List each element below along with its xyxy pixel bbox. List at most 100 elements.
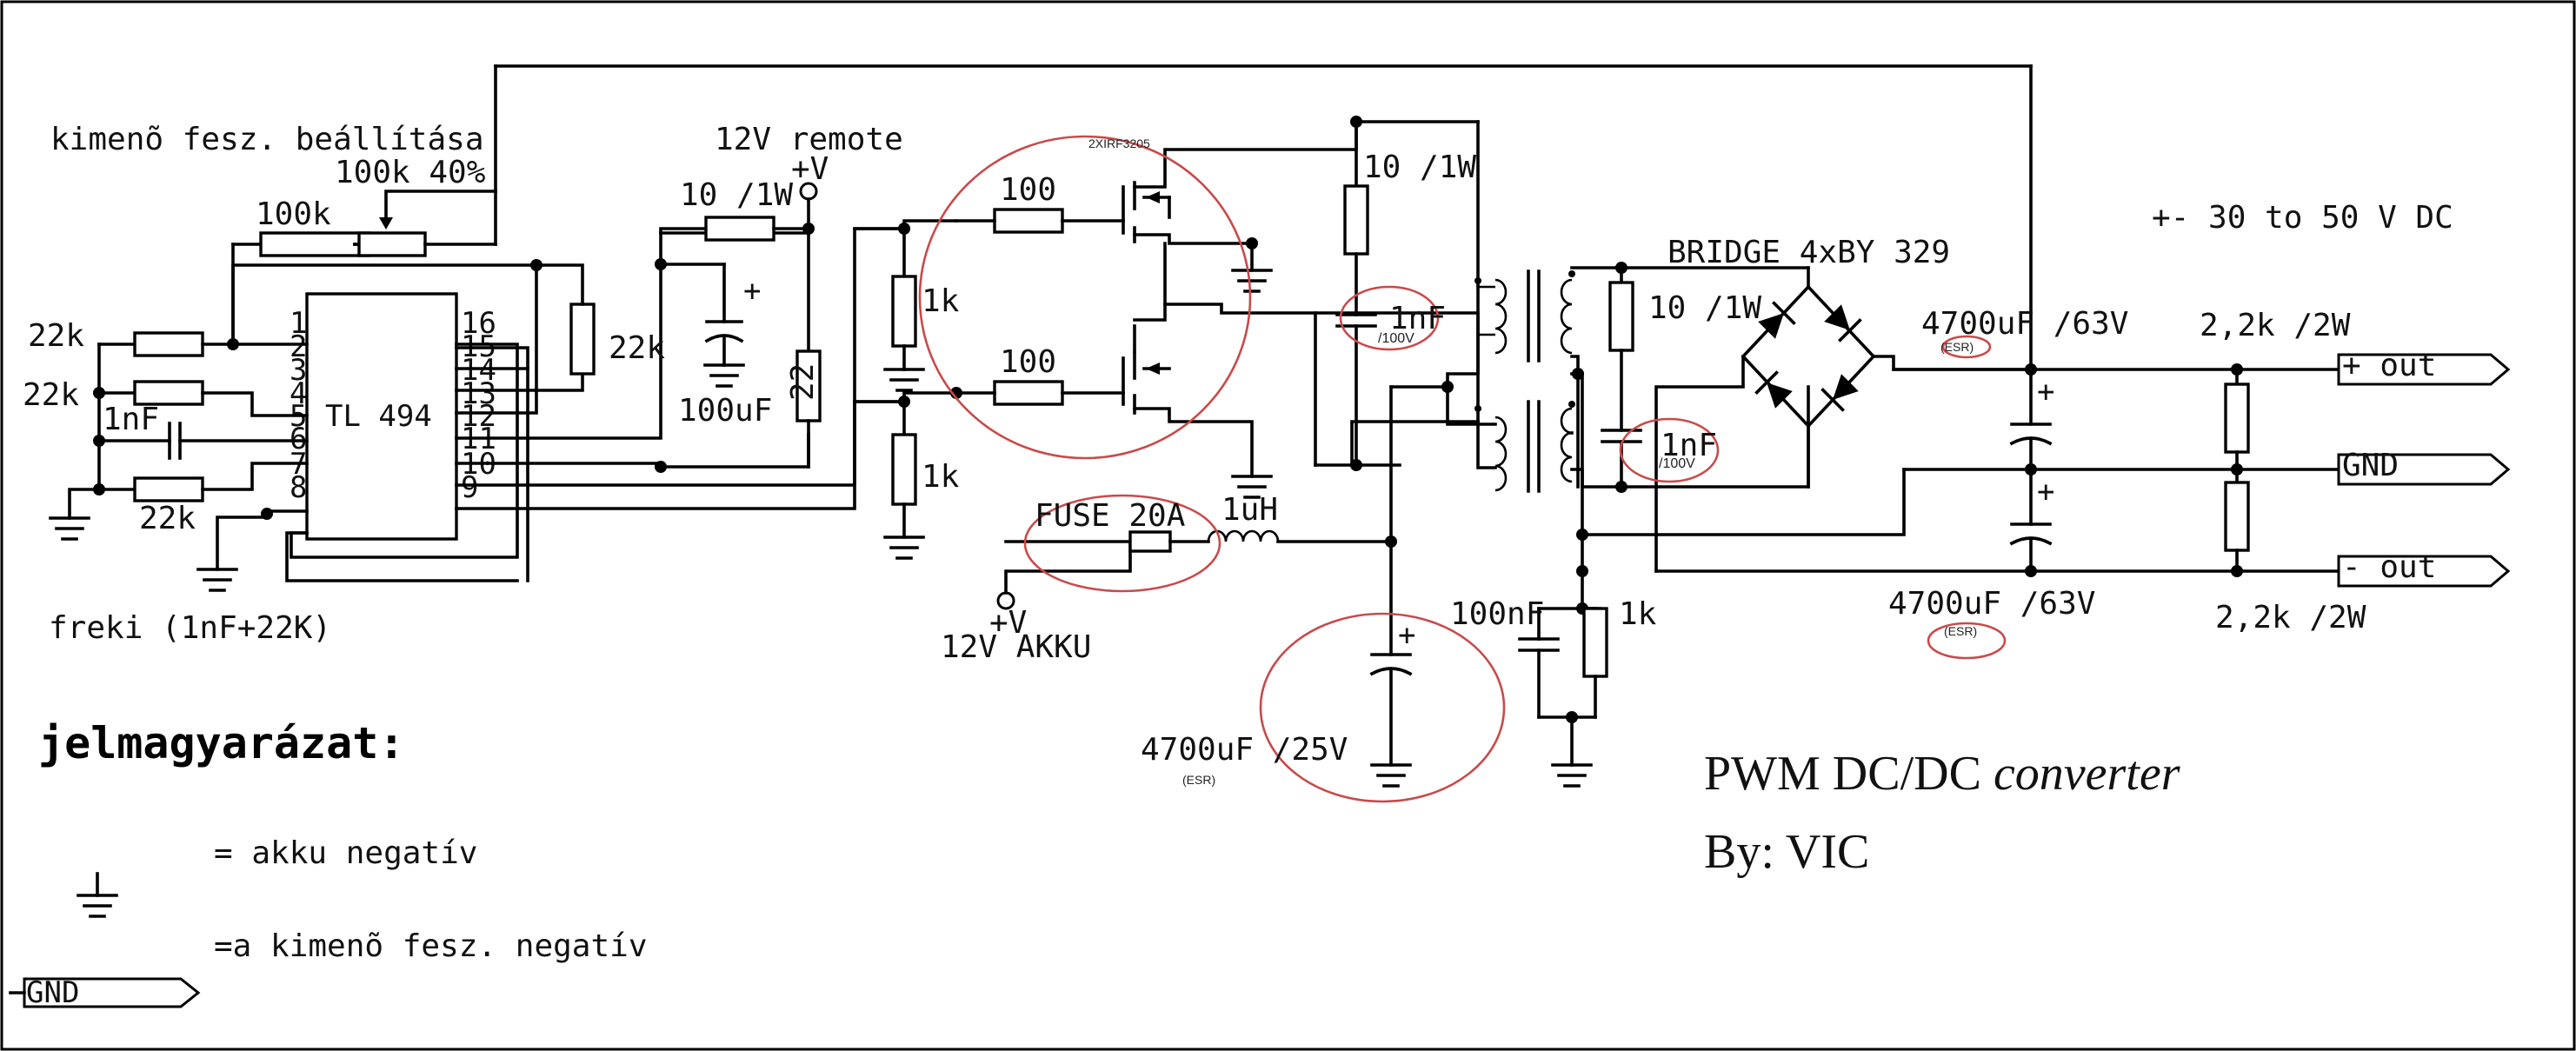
label-1nf-osc: 1nF	[103, 402, 159, 437]
label-1k-output: 1k	[1619, 596, 1657, 632]
primary-snubber	[1314, 116, 1480, 471]
input-supply: +	[996, 529, 1415, 788]
mosfet-bottom	[1122, 303, 1480, 499]
ic-pin-right-16: 16	[461, 306, 496, 341]
output-connectors	[2337, 353, 2511, 588]
mosfet-label: 2XIRF3205	[1088, 136, 1150, 150]
label-22k-right: 22k	[609, 330, 665, 366]
ic-pin-left-2: 2	[290, 329, 307, 364]
label-10-1w-secondary: 10 /1W	[1648, 290, 1761, 326]
resistor-2-2k-bottom	[2224, 481, 2250, 552]
label-1nf-secondary: 1nF	[1661, 428, 1717, 463]
ic-pin-left-6: 6	[290, 422, 307, 456]
output-rc	[1518, 565, 1608, 788]
ic-pin-left-4: 4	[290, 376, 307, 411]
transformer-top	[1474, 262, 1627, 376]
svg-text:+: +	[1398, 618, 1415, 653]
label-100-top: 100	[1000, 172, 1056, 208]
label-1nf-secondary-rating: /100V	[1659, 456, 1695, 471]
ic-pin-left-3: 3	[290, 353, 307, 388]
resistor-100-bottom	[993, 380, 1064, 406]
label-22k-bottom: 22k	[139, 501, 196, 536]
labels: kimenõ fesz. beállítása 100k 40% 100k 22…	[23, 122, 2453, 1010]
esr-63-top: (ESR)	[1940, 340, 1974, 354]
freq-note: freki (1nF+22K)	[49, 610, 331, 646]
title-pwm: PWM DC/DC converter	[1704, 747, 2180, 801]
fuse-label: FUSE 20A	[1035, 498, 1186, 534]
label-100nf: 100nF	[1450, 596, 1544, 632]
gate-drive	[853, 208, 1125, 560]
legend-gnd-label: GND	[26, 975, 79, 1010]
ic-pin-left-8: 8	[290, 470, 307, 505]
label-100-bottom: 100	[1000, 344, 1056, 380]
akku-label: 12V AKKU	[941, 629, 1091, 665]
pot-heading: kimenõ fesz. beállítása	[50, 122, 484, 157]
author: By: VIC	[1704, 825, 1869, 879]
svg-text:+: +	[2037, 375, 2054, 409]
label-4700-63-top: 4700uF /63V	[1921, 306, 2128, 342]
svg-text:+: +	[743, 274, 761, 309]
resistor-100k	[259, 231, 370, 257]
out-minus-label: - out	[2342, 549, 2436, 585]
label-4700-63-bottom: 4700uF /63V	[1888, 586, 2095, 622]
oscillator-network	[49, 331, 519, 592]
resistor-10-1w-ic	[704, 216, 775, 242]
plus-v-akku: +V	[989, 605, 1027, 641]
potentiometer-100k	[357, 231, 427, 257]
resistor-22k-mid	[133, 380, 204, 406]
label-10-1w-ic: 10 /1W	[680, 177, 793, 213]
resistor-1k-top	[891, 275, 917, 348]
fuse-20a	[1128, 530, 1172, 553]
bridge-label: BRIDGE 4xBY 329	[1667, 235, 1950, 270]
legend-heading: jelmagyarázat:	[38, 718, 404, 768]
out-gnd-label: GND	[2342, 448, 2399, 483]
output-filter: + +	[1581, 64, 2340, 577]
svg-text:+: +	[2037, 475, 2054, 509]
esr-25: (ESR)	[1182, 773, 1215, 787]
label-22: 22	[785, 363, 821, 401]
legend-ground-text: = akku negatív	[214, 835, 477, 871]
red-annotations	[918, 135, 2007, 803]
ic-pin-right-9: 9	[461, 470, 478, 505]
ic-pin-left-1: 1	[290, 306, 307, 341]
label-100k: 100k	[256, 196, 331, 232]
resistor-1k-bottom	[891, 433, 917, 506]
out-plus-label: + out	[2342, 348, 2436, 383]
remote-label: 12V remote	[715, 122, 903, 157]
resistor-10-1w-snubber	[1343, 184, 1369, 256]
legend-symbols	[9, 872, 201, 1008]
label-1k-bottom: 1k	[922, 459, 960, 495]
voltage-range: +- 30 to 50 V DC	[2152, 200, 2453, 236]
resistor-10-1w-secondary	[1608, 281, 1634, 352]
label-1k-top: 1k	[922, 283, 960, 319]
resistor-22k-right	[569, 303, 596, 376]
resistor-2-2k-top	[2224, 382, 2250, 454]
legend-gnd-text: =a kimenõ fesz. negatív	[214, 928, 648, 964]
resistor-22k-bottom	[133, 476, 204, 502]
inductor-label: 1uH	[1221, 492, 1278, 528]
label-2-2k-bottom: 2,2k /2W	[2215, 600, 2366, 635]
label-2-2k-top: 2,2k /2W	[2200, 308, 2351, 343]
esr-63-bottom: (ESR)	[1944, 624, 1977, 638]
remote-supply: +	[655, 182, 822, 469]
ic-pin-right-12: 12	[461, 399, 496, 434]
label-4700-25: 4700uF /25V	[1141, 732, 1348, 768]
plus-v-remote: +V	[791, 151, 829, 187]
ic-pin-right-13: 13	[461, 376, 496, 411]
resistor-22k-top	[133, 331, 204, 357]
label-1nf-snubber-rating: /100V	[1378, 331, 1414, 346]
label-100uf: 100uF	[678, 393, 772, 429]
pot-value: 100k 40%	[335, 155, 486, 190]
resistor-100-top	[993, 208, 1064, 234]
resistor-1k-output	[1582, 607, 1608, 678]
label-22k-top: 22k	[28, 318, 84, 354]
label-1nf-snubber: 1nF	[1389, 301, 1446, 336]
label-10-1w-snubber: 10 /1W	[1363, 150, 1476, 185]
label-22k-mid: 22k	[23, 377, 79, 413]
svg-text:TL 494: TL 494	[325, 399, 432, 434]
ic-pin-right-14: 14	[461, 353, 496, 388]
